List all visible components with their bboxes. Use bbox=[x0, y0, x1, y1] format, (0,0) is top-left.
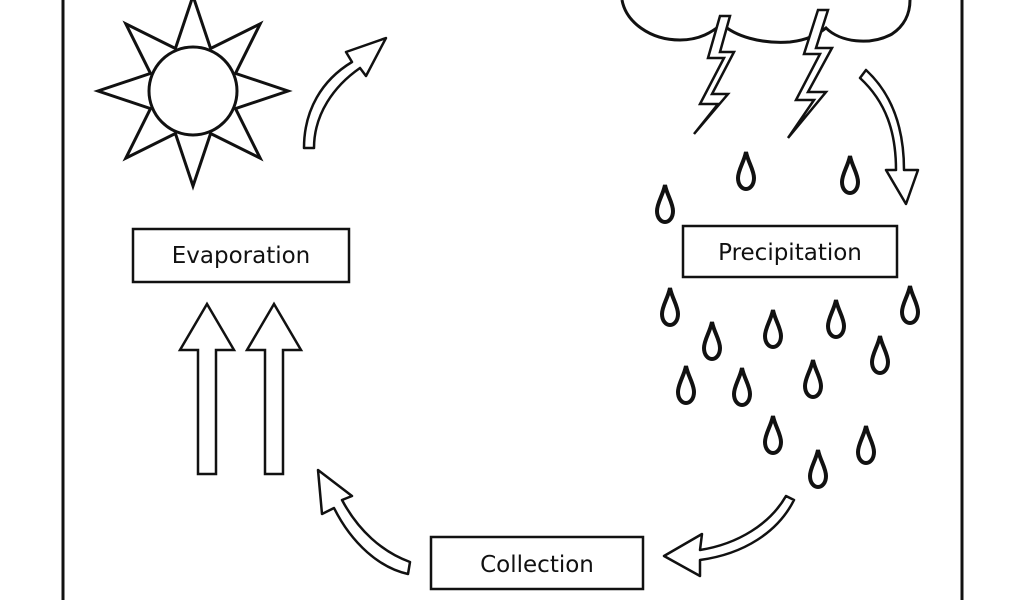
raindrop-icon bbox=[675, 365, 697, 406]
raindrop-icon bbox=[659, 287, 681, 328]
up-arrow-icon bbox=[177, 301, 237, 476]
raindrop-icon bbox=[899, 285, 921, 326]
up-arrow-icon bbox=[244, 301, 304, 476]
raindrop-icon bbox=[762, 415, 784, 456]
diagram-frame bbox=[61, 0, 964, 600]
raindrop-icon bbox=[839, 155, 861, 196]
raindrops bbox=[654, 151, 921, 490]
raindrop-icon bbox=[825, 299, 847, 340]
curved-arrow-icon bbox=[316, 468, 412, 576]
evaporation-text: Evaporation bbox=[172, 243, 311, 269]
raindrop-icon bbox=[802, 359, 824, 400]
curved-arrow-icon bbox=[662, 494, 796, 578]
raindrop-icon bbox=[762, 309, 784, 350]
raindrop-icon bbox=[735, 151, 757, 192]
cloud-icon bbox=[620, 0, 912, 44]
precipitation-label: Precipitation bbox=[681, 224, 899, 279]
raindrop-icon bbox=[731, 367, 753, 408]
collection-label: Collection bbox=[429, 535, 645, 591]
collection-text: Collection bbox=[480, 552, 594, 578]
raindrop-icon bbox=[701, 321, 723, 362]
curved-arrow-icon bbox=[858, 68, 920, 206]
sun-icon bbox=[93, 0, 293, 191]
curved-arrow-icon bbox=[302, 36, 388, 150]
raindrop-icon bbox=[807, 449, 829, 490]
lightning-icon bbox=[693, 8, 835, 139]
raindrop-icon bbox=[855, 425, 877, 466]
precipitation-text: Precipitation bbox=[718, 240, 862, 266]
evaporation-label: Evaporation bbox=[131, 227, 351, 284]
raindrop-icon bbox=[654, 184, 676, 225]
raindrop-icon bbox=[869, 335, 891, 376]
